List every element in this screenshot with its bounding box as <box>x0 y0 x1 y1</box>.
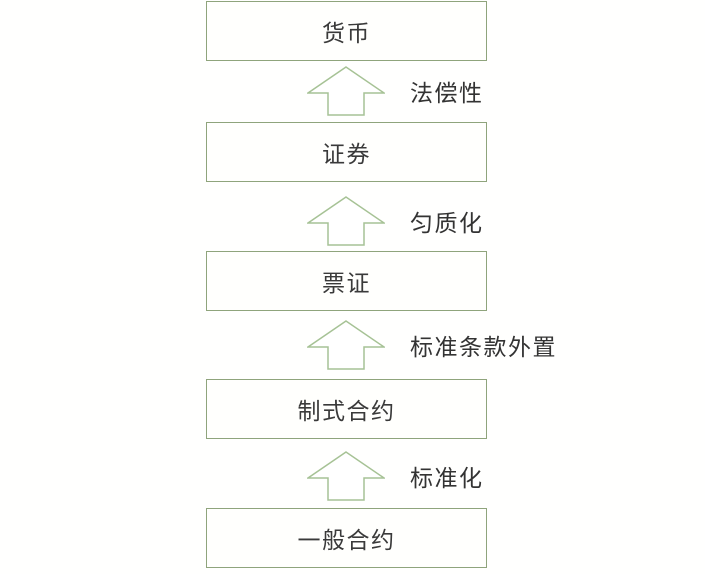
stage-box-general-contract: 一般合约 <box>206 508 487 568</box>
transition-standard-terms-external: 标准条款外置 <box>0 320 705 370</box>
up-arrow-icon <box>307 320 385 370</box>
up-arrow-shape <box>307 66 385 116</box>
transition-standardization: 标准化 <box>0 451 705 501</box>
up-arrow-icon <box>307 196 385 246</box>
stage-box-currency: 货币 <box>206 1 487 61</box>
stage-label: 货币 <box>322 20 371 46</box>
transition-label: 标准条款外置 <box>410 334 557 360</box>
up-arrow-icon <box>307 66 385 116</box>
stage-box-securities: 证券 <box>206 122 487 182</box>
up-arrow-icon <box>307 451 385 501</box>
transition-homogenization: 匀质化 <box>0 196 705 246</box>
stage-label: 证券 <box>322 141 371 167</box>
stage-box-tickets: 票证 <box>206 251 487 311</box>
stage-label: 一般合约 <box>297 527 396 553</box>
transition-label: 法偿性 <box>410 80 484 106</box>
transition-legal-tender: 法偿性 <box>0 66 705 116</box>
up-arrow-shape <box>307 196 385 246</box>
transition-label: 标准化 <box>410 465 484 491</box>
up-arrow-shape <box>307 451 385 501</box>
stage-box-standard-contract: 制式合约 <box>206 379 487 439</box>
stage-label: 票证 <box>322 270 371 296</box>
stage-label: 制式合约 <box>297 398 396 424</box>
transition-label: 匀质化 <box>410 210 484 236</box>
up-arrow-shape <box>307 320 385 370</box>
